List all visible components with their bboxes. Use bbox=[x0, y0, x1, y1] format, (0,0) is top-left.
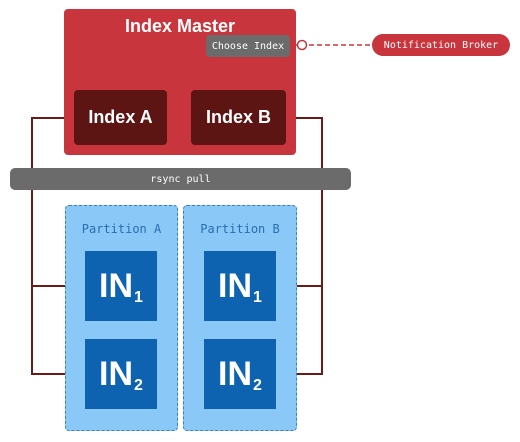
partition-a-label: Partition A bbox=[81, 222, 162, 236]
node-b1-sub: 1 bbox=[253, 289, 262, 306]
node-b1-base: IN bbox=[218, 267, 253, 305]
index-b-box: Index B bbox=[191, 90, 286, 145]
index-a-box: Index A bbox=[74, 90, 167, 145]
left-trunk bbox=[31, 114, 73, 286]
left-connector bbox=[31, 285, 80, 375]
notification-broker-pill: Notification Broker bbox=[372, 34, 510, 56]
right-connector bbox=[278, 285, 323, 375]
node-a1-sub: 1 bbox=[134, 289, 143, 306]
rsync-pull-bar: rsync pull bbox=[10, 168, 351, 190]
node-b2-sub: 2 bbox=[253, 377, 262, 394]
partition-b-label: Partition B bbox=[200, 222, 280, 236]
index-b-label: Index B bbox=[205, 107, 271, 127]
right-trunk bbox=[288, 114, 323, 286]
index-a-label: Index A bbox=[88, 107, 153, 127]
node-a2-base: IN bbox=[99, 355, 134, 393]
node-a2-sub: 2 bbox=[134, 377, 143, 394]
choose-index-label: Choose Index bbox=[206, 35, 290, 57]
node-b2-base: IN bbox=[218, 355, 253, 393]
index-master-title: Index Master bbox=[124, 16, 236, 36]
node-a1-base: IN bbox=[99, 267, 134, 305]
